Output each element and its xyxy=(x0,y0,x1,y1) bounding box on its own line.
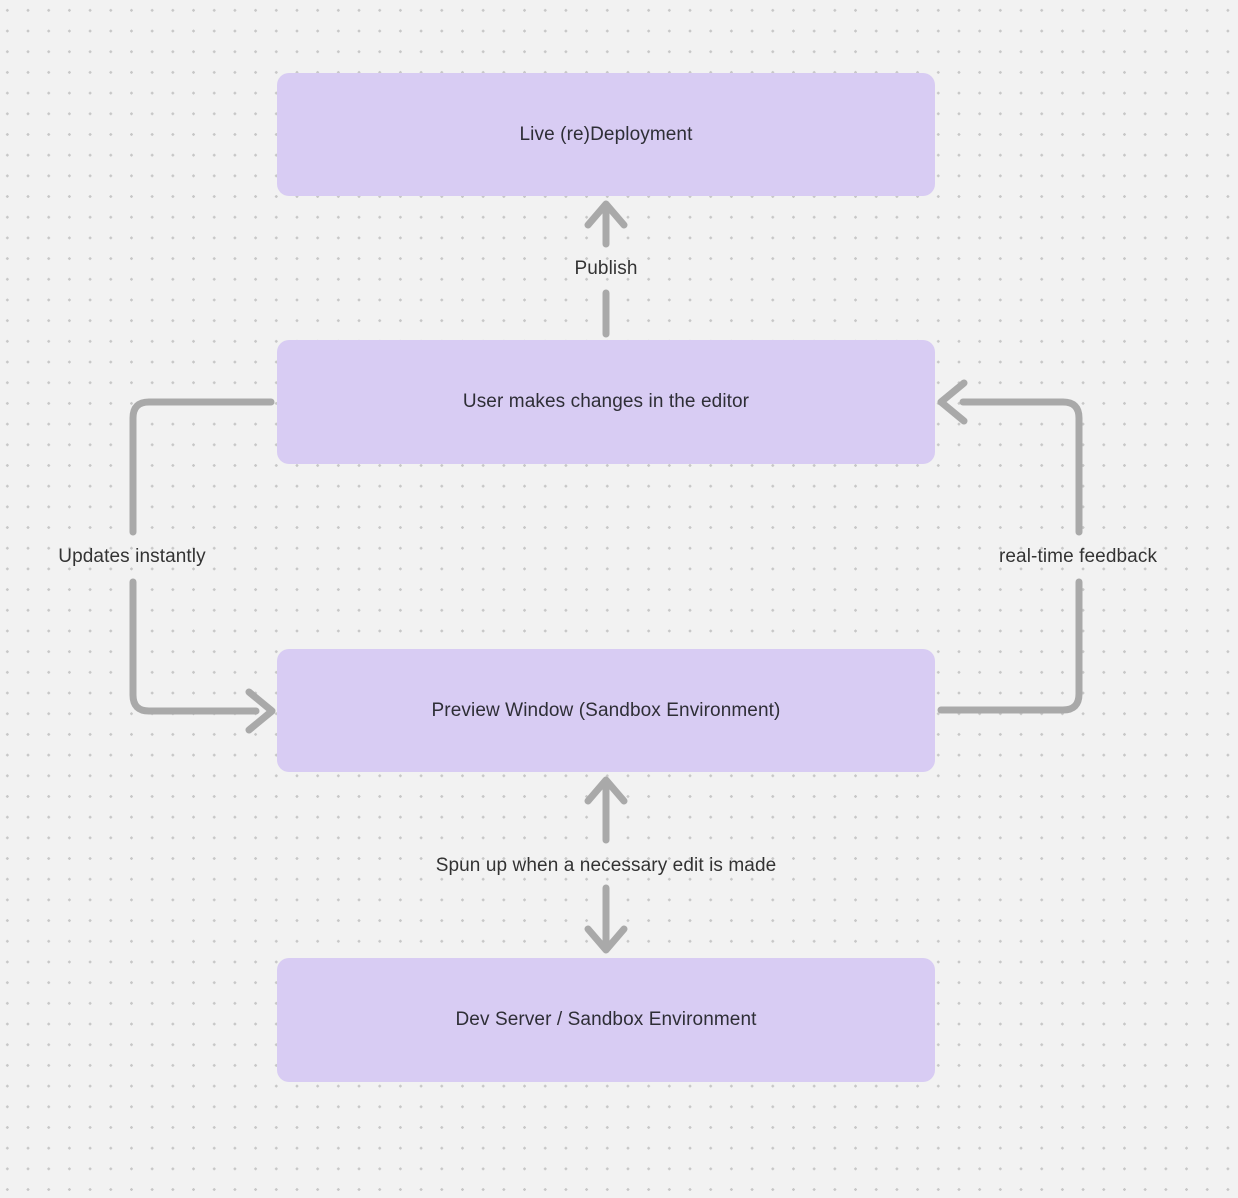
edge-label-publish: Publish xyxy=(574,258,638,279)
spun-up-arrow-down xyxy=(584,884,628,954)
edge-label-realtime-feedback: real-time feedback xyxy=(998,546,1158,567)
edge-label-spun-up: Spun up when a necessary edit is made xyxy=(435,855,777,876)
spun-up-arrow-up xyxy=(584,776,628,844)
node-preview-window: Preview Window (Sandbox Environment) xyxy=(277,649,935,772)
node-live-redeployment: Live (re)Deployment xyxy=(277,73,935,196)
node-dev-server: Dev Server / Sandbox Environment xyxy=(277,958,935,1082)
edge-label-updates-instantly: Updates instantly xyxy=(58,546,206,567)
node-preview-window-label: Preview Window (Sandbox Environment) xyxy=(431,699,781,721)
node-live-redeployment-label: Live (re)Deployment xyxy=(519,123,693,145)
node-user-editor-label: User makes changes in the editor xyxy=(462,391,750,412)
node-user-editor: User makes changes in the editor xyxy=(277,340,935,464)
node-dev-server-label: Dev Server / Sandbox Environment xyxy=(455,1009,757,1030)
